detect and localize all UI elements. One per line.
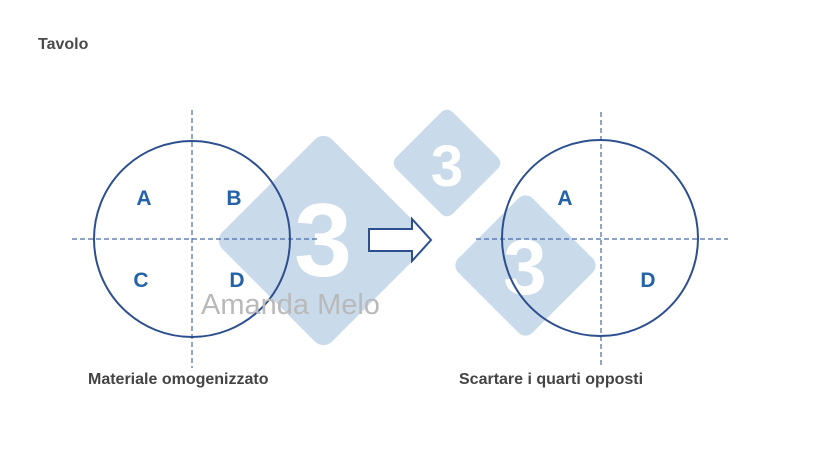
watermark-digit-mid: 3 bbox=[503, 223, 546, 311]
left-quadrant-d: D bbox=[229, 269, 244, 292]
transition-arrow bbox=[368, 216, 433, 264]
right-quadrant-a: A bbox=[557, 187, 572, 210]
right-diagram-caption: Scartare i quarti opposti bbox=[459, 371, 644, 388]
left-quadrant-b: B bbox=[226, 187, 241, 210]
left-diagram-caption: Materiale omogenizzato bbox=[88, 371, 269, 388]
left-quadrant-a: A bbox=[136, 187, 151, 210]
watermark-digit-large: 3 bbox=[294, 183, 352, 299]
left-quadrant-c: C bbox=[133, 269, 148, 292]
watermark-logo: 3 3 3 bbox=[218, 109, 596, 346]
right-quartering-diagram: A D bbox=[476, 112, 728, 368]
watermark-diamond-large-left bbox=[218, 135, 429, 346]
left-sample-circle bbox=[93, 140, 291, 338]
watermark-diamond-mid-right bbox=[455, 195, 596, 336]
right-sample-circle bbox=[501, 139, 699, 337]
left-quartering-diagram: A B C D bbox=[72, 110, 317, 368]
watermark-digit-small: 3 bbox=[431, 134, 463, 199]
right-quadrant-d: D bbox=[640, 269, 655, 292]
watermark-name: Amanda Melo bbox=[201, 289, 380, 321]
watermark-diamond-small-top bbox=[393, 109, 501, 217]
diagram-title: Tavolo bbox=[38, 36, 89, 53]
